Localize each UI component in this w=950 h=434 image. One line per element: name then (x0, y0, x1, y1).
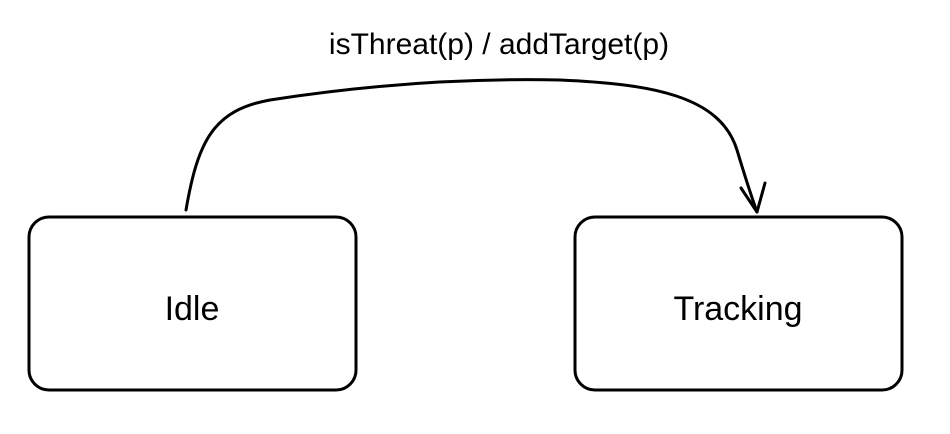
transition-label-idle-to-tracking: isThreat(p) / addTarget(p) (329, 28, 669, 61)
transition-arrow-path (184, 78, 759, 214)
state-tracking-box (573, 215, 904, 392)
transition-idle-to-tracking (184, 78, 767, 214)
state-idle[interactable]: Idle (27, 215, 358, 392)
state-idle-label: Idle (165, 290, 220, 328)
state-tracking-label: Tracking (673, 290, 802, 328)
state-idle-box (27, 215, 358, 392)
state-tracking[interactable]: Tracking (573, 215, 904, 392)
arrowhead-icon (739, 181, 767, 214)
